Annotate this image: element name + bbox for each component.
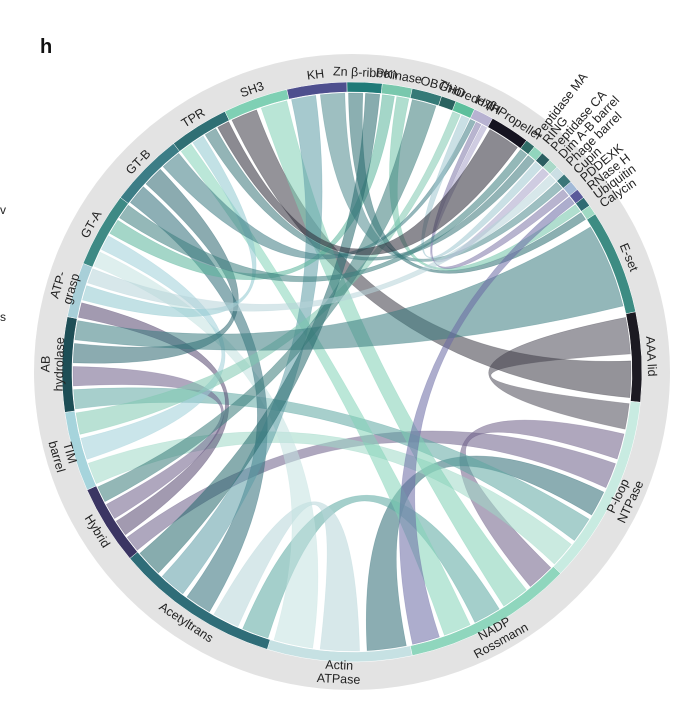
cropped-text-fragment: v [0, 203, 6, 217]
segment-label-line: hydrolase [52, 337, 67, 392]
segment-label-line: AAA lid [643, 336, 659, 377]
chord-link-tim-thioredoxin [75, 111, 461, 435]
segment-label-line: KH [306, 67, 325, 83]
chord-link-hth-pddexk [430, 121, 569, 269]
segment-label-line: ATPase [317, 671, 361, 687]
chord-link-tpr-ring [204, 128, 535, 261]
chord-link-ploop-tim [87, 431, 572, 565]
segments-layer [61, 81, 643, 663]
chord-link-nadp-sh3 [260, 100, 527, 607]
chord-link-phage-barrel-atp-grasp [87, 174, 556, 312]
panel-label: h [40, 36, 53, 58]
chord-link-kh-cupin [319, 92, 563, 262]
chord-link-rnase-h-nadp [399, 196, 575, 645]
chord-link-peptidase-ma-gt-a [119, 149, 528, 282]
chord-link-acetyl-kh [161, 95, 323, 595]
segment-e-set [586, 213, 636, 315]
links-layer [72, 92, 632, 652]
chord-link-b-propeller-tpr [217, 121, 518, 255]
segment-label-line: Zn β-ribbon [333, 64, 398, 81]
segment-label-aaa-lid: AAA lid [643, 336, 659, 377]
segment-label-line: AB [38, 355, 52, 372]
chord-link-ploop-ab-hydro [73, 387, 590, 541]
cropped-text-fragment: s [0, 310, 6, 324]
segment-label-line: OB [419, 73, 440, 91]
segment-label-zn-ribbon: Zn β-ribbon [333, 64, 398, 81]
chord-link-gt-b-hth [162, 118, 476, 260]
chord-link-ploop-nadp [459, 419, 625, 587]
segment-label-actin: ActinATPase [317, 657, 362, 687]
segment-label-line: TIM [60, 441, 79, 466]
segment-label-ob: OB [419, 73, 440, 91]
segment-label-ab-hydro: ABhydrolase [38, 337, 67, 392]
chord-link-actin-acetyl [213, 501, 360, 652]
segment-label-kh: KH [306, 67, 325, 83]
chord-link-actin-gt-a [93, 251, 319, 649]
segment-zn-ribbon [346, 81, 383, 94]
chord-link-ob-hybrid [97, 99, 437, 503]
segment-label-line: Actin [325, 658, 353, 673]
